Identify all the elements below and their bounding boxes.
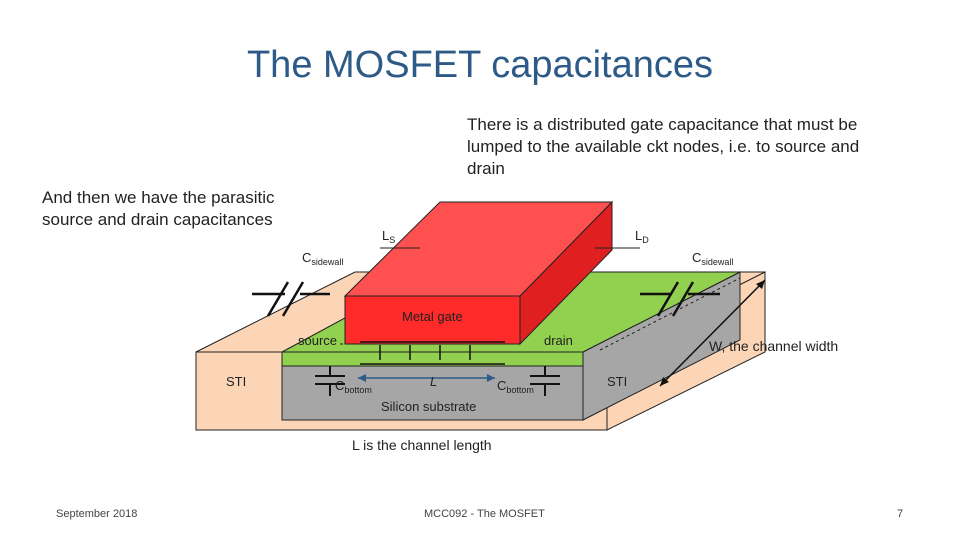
capacitor-bottom-left [315, 366, 345, 396]
label-csidewall-left: Csidewall [302, 250, 344, 267]
channel-width-arrow [659, 279, 766, 387]
label-silicon-substrate: Silicon substrate [381, 399, 477, 414]
arrowhead-right [487, 374, 495, 382]
label-source: source [298, 333, 338, 348]
slide-title: The MOSFET capacitances [246, 44, 714, 86]
footer-course: MCC092 - The MOSFET [424, 508, 545, 520]
label-sti-right: STI [607, 374, 628, 389]
width-dashed [599, 277, 741, 351]
capacitor-sidewall-right [640, 281, 720, 317]
capacitor-sidewall-left [252, 281, 330, 317]
width-arrowhead-top [756, 280, 765, 289]
label-ls: LS [382, 228, 396, 245]
gate-capacitors [360, 341, 505, 365]
label-channel-l: L [430, 374, 438, 389]
label-drain: drain [544, 333, 573, 348]
callout-gate-capacitance: There is a distributed gate capacitance … [467, 115, 860, 178]
label-cbottom-left: Cbottom [335, 378, 372, 395]
arrowhead-left [358, 374, 366, 382]
label-channel-width: W, the channel width [709, 338, 839, 354]
gate-top [343, 201, 614, 297]
label-csidewall-right: Csidewall [692, 250, 734, 267]
label-ld: LD [635, 228, 649, 245]
capacitor-bottom-right [530, 366, 560, 396]
label-cbottom-right: Cbottom [497, 378, 534, 395]
callout-parasitic-capacitance: And then we have the parasitic source an… [42, 188, 275, 229]
label-channel-length: L is the channel length [352, 437, 492, 453]
footer-date: September 2018 [56, 508, 138, 520]
label-metal-gate: Metal gate [402, 309, 463, 324]
width-arrowhead-bottom [660, 377, 669, 386]
label-sti-left: STI [226, 374, 247, 389]
footer-page-number: 7 [897, 508, 904, 520]
diffusion-front [281, 351, 584, 367]
